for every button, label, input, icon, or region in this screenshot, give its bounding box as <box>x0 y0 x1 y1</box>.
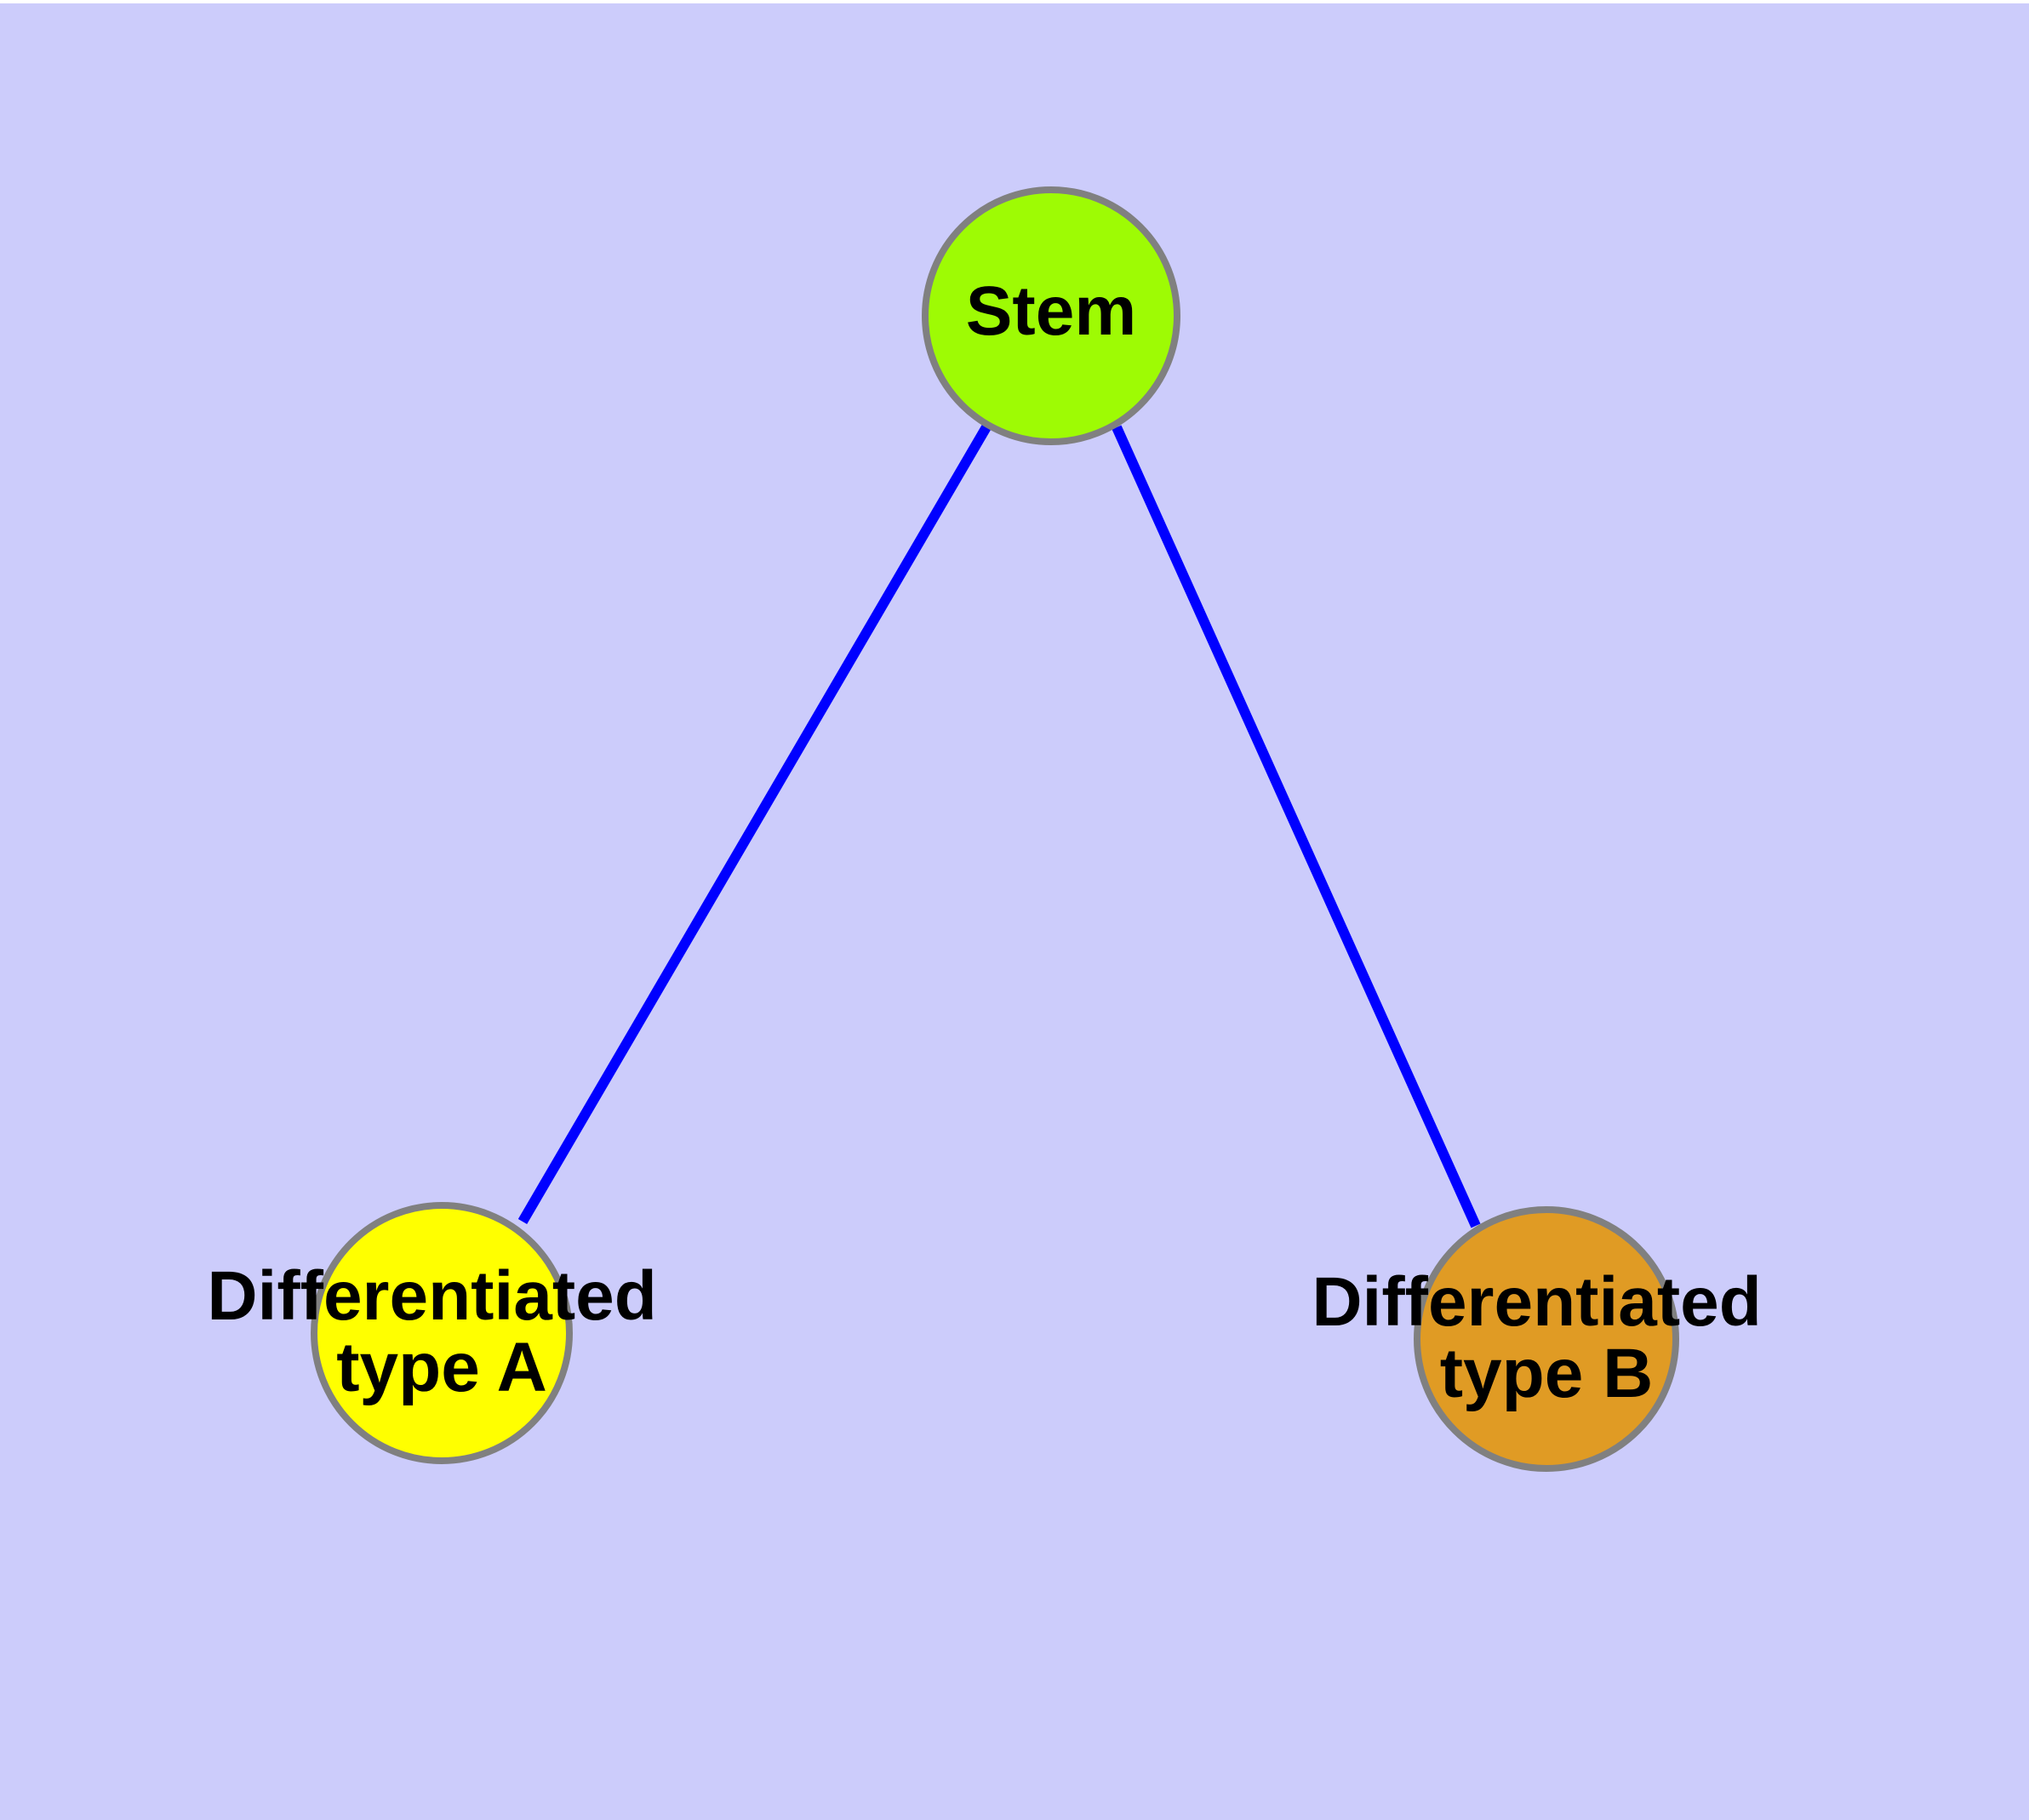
edge-layer <box>517 422 1481 1228</box>
edge-stem-to-differentiated-type-b <box>1112 425 1481 1228</box>
node-differentiated-type-b-label: Differentiated type B <box>1312 1263 1780 1412</box>
node-differentiated-type-b-label-line-2: type B <box>1440 1335 1654 1412</box>
edge-stem-to-differentiated-type-a <box>517 422 992 1225</box>
node-layer: Stem Differentiated type A Differentiate… <box>207 186 1780 1472</box>
node-differentiated-type-a[interactable]: Differentiated type A <box>207 1202 676 1464</box>
node-stem-label: Stem <box>966 272 1137 350</box>
node-differentiated-type-a-label-line-1: Differentiated <box>207 1257 657 1335</box>
node-stem-circle[interactable] <box>922 186 1180 445</box>
node-differentiated-type-b[interactable]: Differentiated type B <box>1312 1206 1780 1472</box>
node-stem[interactable]: Stem <box>922 186 1180 445</box>
node-differentiated-type-b-circle[interactable] <box>1414 1206 1679 1472</box>
node-differentiated-type-a-label-line-2: type A <box>336 1329 547 1406</box>
node-stem-label-line-1: Stem <box>966 272 1137 350</box>
node-differentiated-type-b-label-line-1: Differentiated <box>1312 1263 1762 1341</box>
node-differentiated-type-a-label: Differentiated type A <box>207 1257 676 1406</box>
node-differentiated-type-a-circle[interactable] <box>311 1202 573 1464</box>
